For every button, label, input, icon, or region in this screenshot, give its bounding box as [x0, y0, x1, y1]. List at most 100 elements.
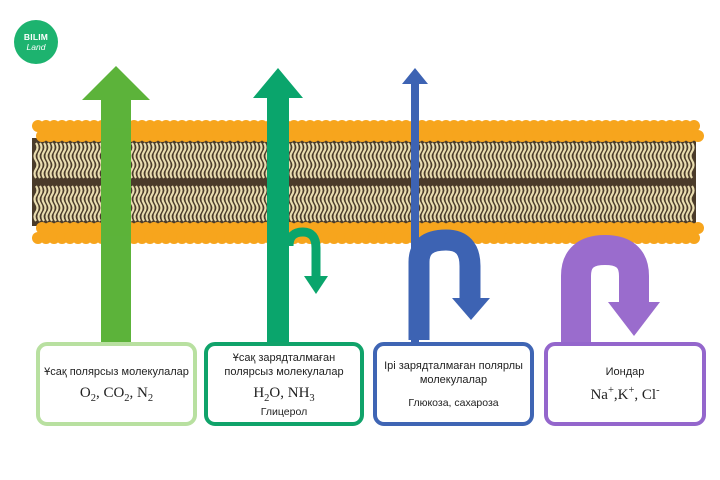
- lipid-tail: [249, 185, 255, 222]
- lipid-tail: [497, 142, 503, 179]
- lipid-tail: [61, 185, 67, 222]
- lipid-tail: [501, 185, 507, 222]
- category-box-large-polar: Ірі зарядталмаған полярлы молекулалар Гл…: [373, 342, 534, 426]
- lipid-tail: [157, 185, 163, 222]
- lipid-tail: [605, 142, 611, 179]
- lipid-tail: [521, 142, 527, 179]
- lipid-tail: [477, 142, 483, 179]
- lipid-tail: [445, 142, 451, 179]
- lipid-tail: [45, 142, 51, 179]
- lipid-tail: [153, 142, 159, 179]
- lipid-tail: [365, 142, 371, 179]
- lipid-tail: [309, 185, 315, 222]
- category-box-small-uncharged: Ұсақ зарядталмаған полярсыз молекулалар …: [204, 342, 364, 426]
- lipid-tail: [213, 185, 219, 222]
- lipid-tail: [161, 185, 167, 222]
- lipid-tail: [217, 185, 223, 222]
- lipid-tail: [93, 185, 99, 222]
- lipid-tail: [537, 142, 543, 179]
- lipid-tail: [389, 185, 395, 222]
- lipid-tail: [657, 185, 663, 222]
- lipid-tail: [349, 185, 355, 222]
- lipid-tail: [353, 142, 359, 179]
- lipid-tail: [497, 185, 503, 222]
- lipid-tail: [529, 142, 535, 179]
- lipid-tail: [493, 142, 499, 179]
- lipid-tail: [649, 142, 655, 179]
- bilim-land-logo: BILIM Land: [14, 20, 58, 64]
- category-box-ions: Иондар Na+,K+, Cl-: [544, 342, 706, 426]
- lipid-tail: [577, 142, 583, 179]
- lipid-tail: [381, 185, 387, 222]
- lipid-tail: [513, 142, 519, 179]
- lipid-tail: [233, 185, 239, 222]
- lipid-tail: [561, 142, 567, 179]
- lipid-tail: [609, 142, 615, 179]
- lipid-tail: [385, 185, 391, 222]
- lipid-tail: [345, 185, 351, 222]
- lipid-tail: [589, 142, 595, 179]
- lipid-tail: [381, 142, 387, 179]
- lipid-tail: [133, 185, 139, 222]
- lipid-tail: [457, 185, 463, 222]
- arrow-blocked: [561, 234, 660, 342]
- lipid-tail: [149, 185, 155, 222]
- lipid-tail: [401, 142, 407, 179]
- category-extra: Глюкоза, сахароза: [408, 397, 499, 409]
- lipid-tail: [593, 142, 599, 179]
- lipid-tail: [429, 185, 435, 222]
- lipid-head: [688, 120, 700, 132]
- lipid-tail: [601, 185, 607, 222]
- lipid-tail: [657, 142, 663, 179]
- lipid-tail: [181, 142, 187, 179]
- lipid-tail: [653, 142, 659, 179]
- lipid-tail: [357, 185, 363, 222]
- lipid-tail: [329, 185, 335, 222]
- lipid-tail: [229, 185, 235, 222]
- lipid-tail: [93, 142, 99, 179]
- lipid-tail: [541, 142, 547, 179]
- lipid-tail: [337, 142, 343, 179]
- lipid-tail: [53, 185, 59, 222]
- lipid-tail: [213, 142, 219, 179]
- lipid-tail: [317, 185, 323, 222]
- category-extra: Глицерол: [260, 405, 308, 418]
- lipid-tail: [493, 185, 499, 222]
- lipid-tail: [37, 142, 43, 179]
- lipid-tail: [289, 185, 295, 222]
- lipid-tail: [165, 142, 171, 179]
- lipid-tail: [461, 185, 467, 222]
- category-formula: Na+,K+, Cl-: [590, 384, 660, 403]
- lipid-tail: [469, 185, 475, 222]
- lipid-tail: [193, 142, 199, 179]
- lipid-tail: [337, 185, 343, 222]
- lipid-tail: [321, 185, 327, 222]
- lipid-tail: [549, 142, 555, 179]
- lipid-tail: [33, 142, 39, 179]
- lipid-tail: [581, 185, 587, 222]
- lipid-tail: [253, 142, 259, 179]
- lipid-tail: [485, 142, 491, 179]
- lipid-tail: [353, 185, 359, 222]
- lipid-tail: [325, 185, 331, 222]
- lipid-tail: [449, 185, 455, 222]
- lipid-tail: [569, 142, 575, 179]
- lipid-tail: [633, 142, 639, 179]
- lipid-tail: [333, 142, 339, 179]
- lipid-tail: [553, 185, 559, 222]
- lipid-tail: [453, 185, 459, 222]
- lipid-tail: [637, 142, 643, 179]
- lipid-tail: [49, 185, 55, 222]
- lipid-tail: [637, 185, 643, 222]
- lipid-tail: [305, 185, 311, 222]
- lipid-tail: [401, 185, 407, 222]
- lipid-tail: [533, 142, 539, 179]
- category-title: Ірі зарядталмаған полярлы молекулалар: [384, 360, 523, 386]
- lipid-tail: [81, 142, 87, 179]
- lipid-tail: [545, 142, 551, 179]
- lipid-tail: [557, 185, 563, 222]
- lipid-tail: [509, 185, 515, 222]
- lipid-tail: [585, 142, 591, 179]
- lipid-tail: [373, 142, 379, 179]
- lipid-tail: [581, 142, 587, 179]
